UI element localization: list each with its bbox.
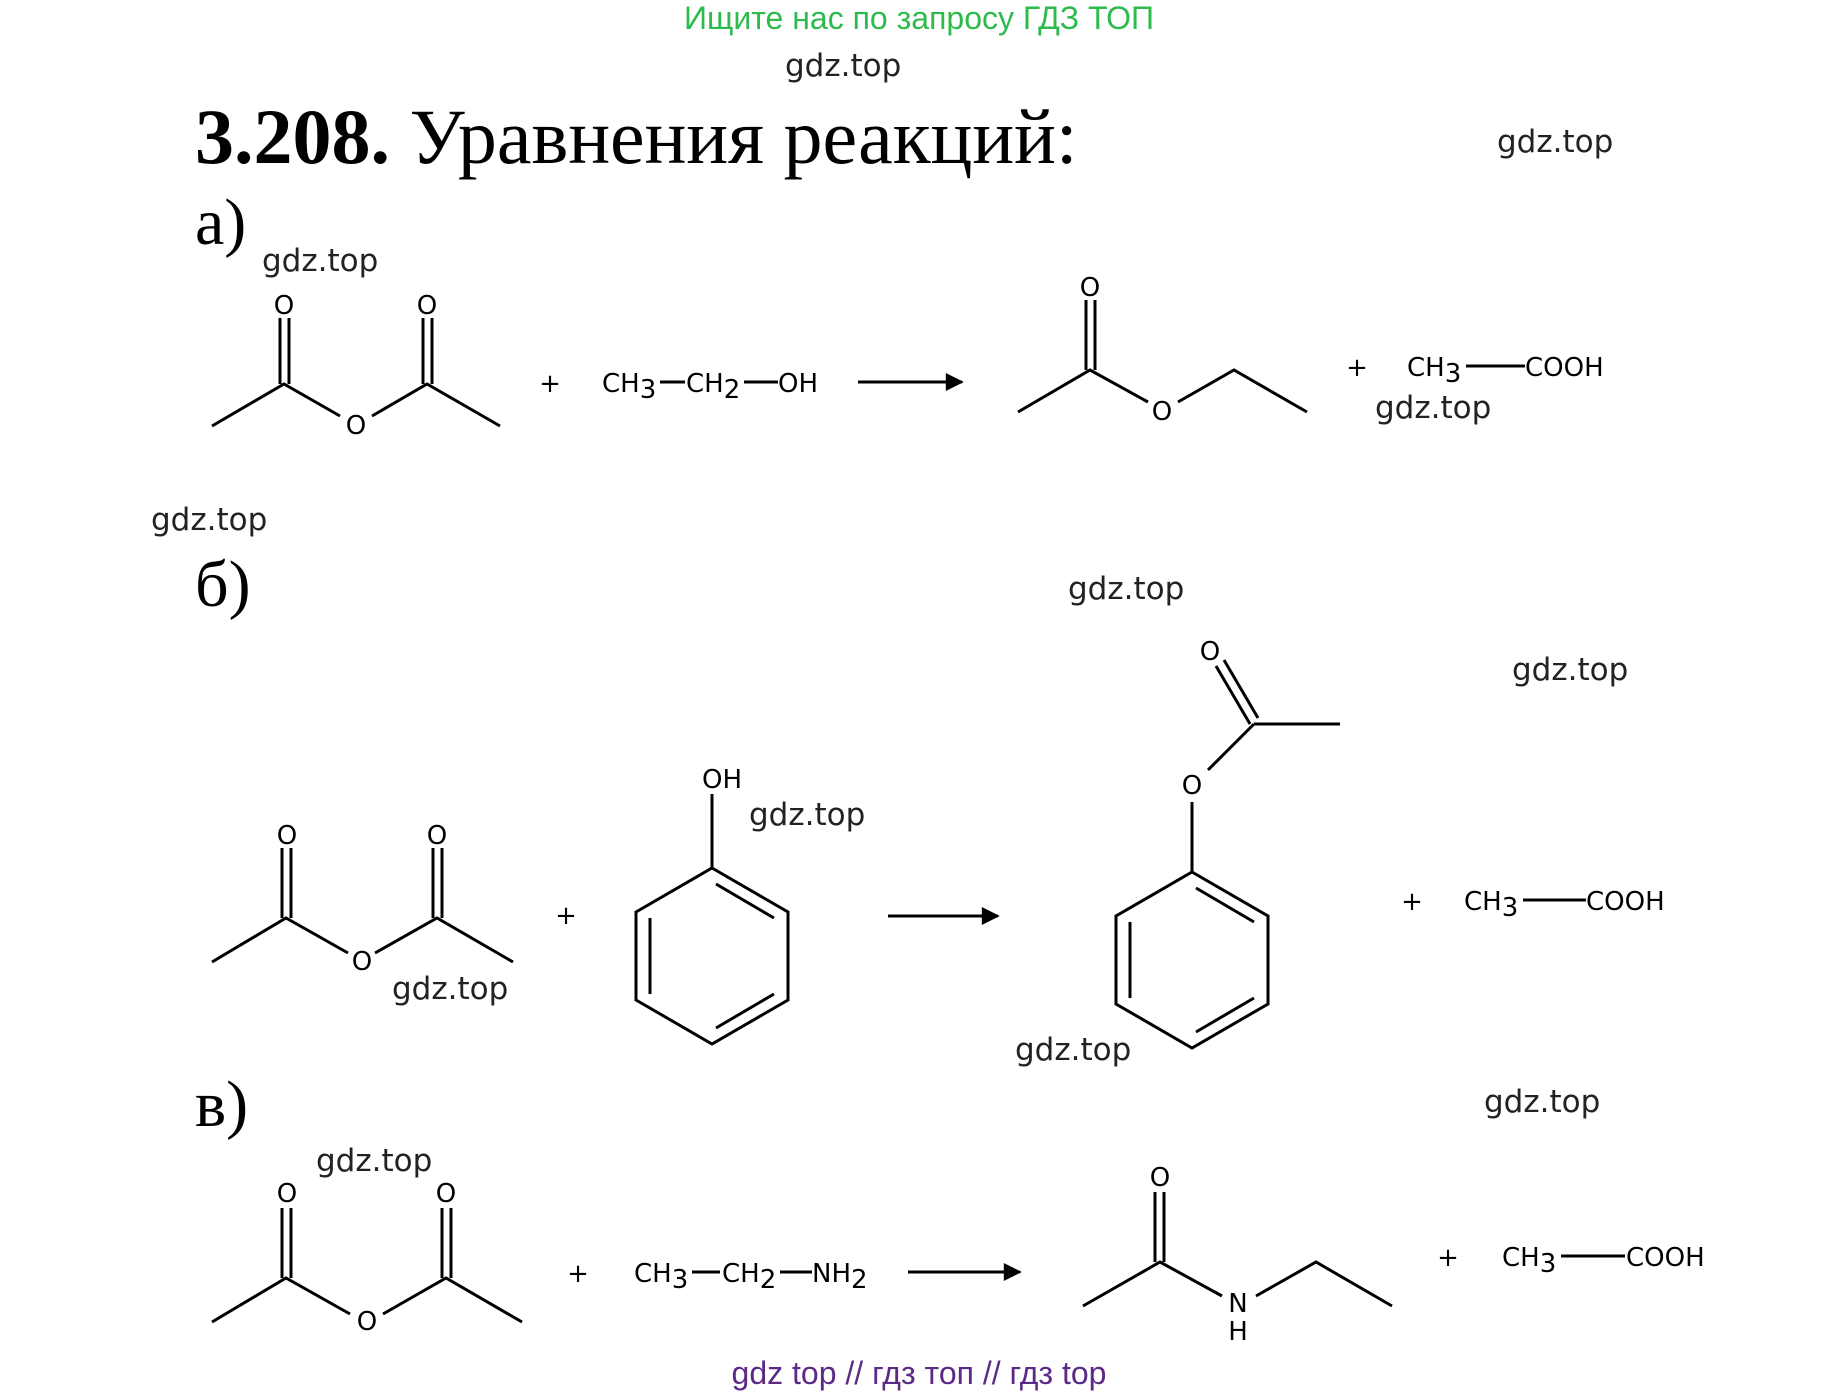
acetic-acid-part: CH bbox=[1407, 353, 1445, 383]
svg-text:CH3: CH3 bbox=[602, 369, 656, 405]
atom-o: O bbox=[1182, 771, 1202, 801]
ethylamine-formula: CH3 CH2 NH2 bbox=[634, 1259, 868, 1295]
acetic-acid-part: 3 bbox=[1502, 893, 1519, 923]
atom-o: O bbox=[274, 291, 294, 321]
atom-o: O bbox=[1200, 637, 1220, 667]
title-text: Уравнения реакций: bbox=[409, 93, 1078, 180]
svg-text:CH2: CH2 bbox=[686, 369, 740, 405]
part-v-label: в) bbox=[195, 1068, 249, 1141]
atom-n: N bbox=[1228, 1289, 1247, 1319]
svg-text:CH2: CH2 bbox=[722, 1259, 776, 1295]
phenol: OH bbox=[634, 765, 790, 1046]
acetic-acid-part: CH bbox=[1502, 1243, 1540, 1273]
ethylamine-part: 3 bbox=[672, 1265, 689, 1295]
watermark: gdz.top bbox=[1015, 1032, 1132, 1068]
svg-text:CH3: CH3 bbox=[1407, 353, 1461, 389]
part-b-label: б) bbox=[195, 548, 251, 621]
plus-sign: + bbox=[1437, 1243, 1459, 1273]
ethanol-part: CH bbox=[686, 369, 724, 399]
atom-o: O bbox=[1152, 397, 1172, 427]
watermark: gdz.top bbox=[785, 48, 902, 84]
acetic-acid-formula: CH3 COOH bbox=[1407, 353, 1604, 389]
plus-sign: + bbox=[539, 369, 561, 399]
ethanol-part: 3 bbox=[640, 375, 657, 405]
acetic-acid-part: 3 bbox=[1540, 1249, 1557, 1279]
acetic-anhydride-v: O O O bbox=[211, 1179, 523, 1337]
plus-sign: + bbox=[1401, 887, 1423, 917]
ethylamine-part: CH bbox=[634, 1259, 672, 1289]
atom-h: H bbox=[1228, 1317, 1248, 1347]
ethylamine-part: 2 bbox=[760, 1265, 777, 1295]
ethylamine-part: CH bbox=[722, 1259, 760, 1289]
acetic-acid-formula: CH3 COOH bbox=[1502, 1243, 1705, 1279]
atom-o: O bbox=[277, 1179, 297, 1209]
acetic-acid-part: CH bbox=[1464, 887, 1502, 917]
atom-o: O bbox=[352, 947, 372, 977]
acetic-anhydride-b: O O O bbox=[211, 821, 514, 977]
phenyl-acetate: O O bbox=[1114, 637, 1340, 1050]
atom-o: O bbox=[417, 291, 437, 321]
acetic-acid-part: COOH bbox=[1626, 1243, 1705, 1273]
ethanol-formula: CH3 CH2 OH bbox=[602, 369, 818, 405]
svg-text:CH3: CH3 bbox=[1464, 887, 1518, 923]
plus-sign: + bbox=[567, 1259, 589, 1289]
plus-sign: + bbox=[1346, 353, 1368, 383]
atom-o: O bbox=[346, 411, 366, 441]
ethanol-part: OH bbox=[778, 369, 818, 399]
part-a-label: а) bbox=[195, 186, 247, 259]
svg-text:NH2: NH2 bbox=[812, 1259, 868, 1295]
svg-text:CH3: CH3 bbox=[634, 1259, 688, 1295]
watermark: gdz.top bbox=[1512, 652, 1629, 688]
ethylamine-part: 2 bbox=[851, 1265, 868, 1295]
watermark: gdz.top bbox=[749, 797, 866, 833]
phenol-oh: OH bbox=[702, 765, 742, 795]
ethylamine-part: NH bbox=[812, 1259, 851, 1289]
watermark: gdz.top bbox=[316, 1143, 433, 1179]
ethanol-part: CH bbox=[602, 369, 640, 399]
problem-number: 3.208. bbox=[195, 93, 390, 180]
watermark: gdz.top bbox=[1375, 390, 1492, 426]
acetic-acid-formula: CH3 COOH bbox=[1464, 887, 1665, 923]
acetic-acid-part: COOH bbox=[1525, 353, 1604, 383]
watermark: gdz.top bbox=[151, 502, 268, 538]
search-banner: Ищите нас по запросу ГДЗ ТОП bbox=[684, 0, 1154, 36]
n-ethylacetamide: O N H bbox=[1082, 1163, 1393, 1347]
plus-sign: + bbox=[555, 901, 577, 931]
atom-o: O bbox=[1150, 1163, 1170, 1193]
acetic-anhydride-a: O O O bbox=[211, 291, 501, 441]
acetic-acid-part: COOH bbox=[1586, 887, 1665, 917]
svg-text:CH3: CH3 bbox=[1502, 1243, 1556, 1279]
atom-o: O bbox=[427, 821, 447, 851]
page-title: 3.208. Уравнения реакций: bbox=[195, 92, 1078, 182]
watermark: gdz.top bbox=[392, 971, 509, 1007]
watermark: gdz.top bbox=[1484, 1084, 1601, 1120]
ethyl-acetate: O O bbox=[1017, 273, 1308, 427]
atom-o: O bbox=[436, 1179, 456, 1209]
ethanol-part: 2 bbox=[724, 375, 741, 405]
footer-watermark: gdz top // гдз топ // гдз top bbox=[731, 1355, 1107, 1391]
atom-o: O bbox=[357, 1307, 377, 1337]
watermark: gdz.top bbox=[1068, 571, 1185, 607]
atom-o: O bbox=[1080, 273, 1100, 303]
watermark: gdz.top bbox=[1497, 124, 1614, 160]
atom-o: O bbox=[277, 821, 297, 851]
acetic-acid-part: 3 bbox=[1445, 359, 1462, 389]
watermark: gdz.top bbox=[262, 243, 379, 279]
